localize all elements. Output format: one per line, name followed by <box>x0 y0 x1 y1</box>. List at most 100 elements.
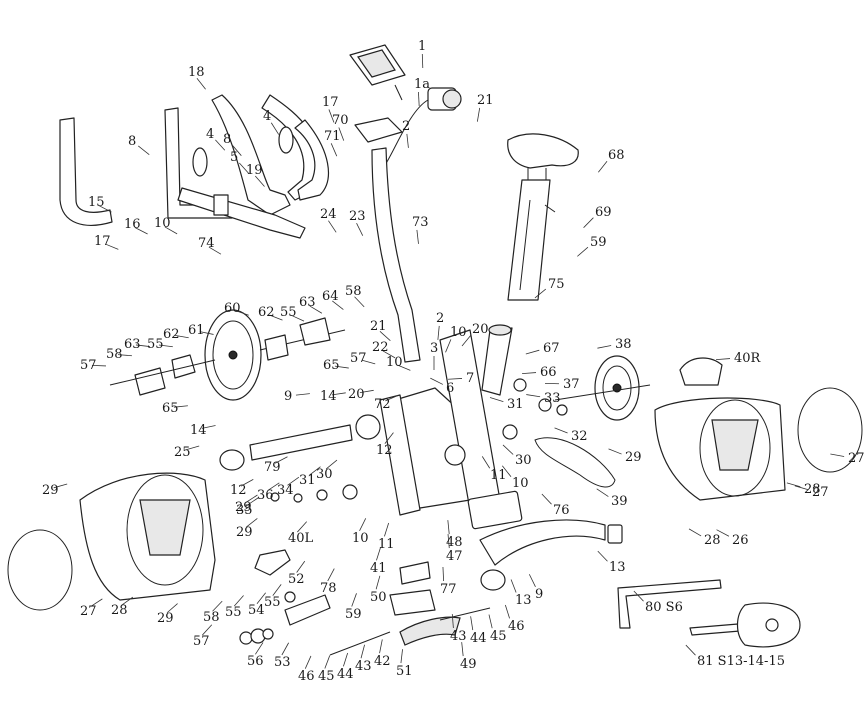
part-label: 60 <box>224 301 241 316</box>
leader-line <box>304 655 312 669</box>
part-label: 18 <box>188 65 205 80</box>
leader-line <box>185 445 200 451</box>
leader-line <box>255 642 264 655</box>
leader-line <box>246 518 258 528</box>
leader-line <box>212 600 223 612</box>
leader-line <box>685 644 696 656</box>
cover-ring-right-part <box>797 387 863 473</box>
leader-line <box>309 466 321 476</box>
part-label: 9 <box>284 389 292 404</box>
leader-line <box>356 222 364 236</box>
part-label: 12 <box>230 483 247 498</box>
part-label: 27 <box>848 451 865 466</box>
part-label: 25 <box>174 445 191 460</box>
part-label: 67 <box>543 341 560 356</box>
part-label: 64 <box>322 289 339 304</box>
part-label: 16 <box>124 217 141 232</box>
leader-line <box>534 288 547 299</box>
leader-line <box>451 614 454 629</box>
leader-line <box>240 479 254 487</box>
leader-line <box>430 377 444 385</box>
leader-line <box>688 528 702 537</box>
part-label: 66 <box>540 365 557 380</box>
leader-line <box>134 227 148 235</box>
part-label: 30 <box>316 467 333 482</box>
seat-post-part <box>507 179 556 301</box>
leader-line <box>608 448 622 455</box>
tension-knob-part <box>254 549 291 576</box>
part-label: 14 <box>320 389 337 404</box>
leader-line <box>354 296 365 308</box>
crank-right-part <box>679 357 723 386</box>
leader-line <box>447 520 450 535</box>
leader-line <box>117 354 132 357</box>
leader-line <box>554 427 568 434</box>
part-label: 27 <box>812 485 829 500</box>
part-label: 57 <box>350 351 367 366</box>
part-label: 27 <box>80 604 97 619</box>
wheel-set-part <box>239 628 274 645</box>
leader-line <box>334 365 349 369</box>
leader-line <box>384 432 394 444</box>
part-label: 8 <box>223 132 231 147</box>
part-label: 61 <box>188 323 205 338</box>
part-label: 33 <box>544 391 561 406</box>
leader-line <box>246 497 259 506</box>
leader-line <box>502 444 514 455</box>
leader-line <box>382 350 396 359</box>
part-label: 44 <box>470 631 487 646</box>
belt-part <box>534 437 616 488</box>
leader-line <box>332 300 344 310</box>
leader-line <box>135 344 150 347</box>
leader-line <box>400 649 403 664</box>
hand-pulse-sensor-part <box>384 87 462 166</box>
leader-line <box>325 459 338 470</box>
part-label: 2 <box>402 119 410 134</box>
leader-line <box>361 359 376 365</box>
leader-line <box>245 494 258 503</box>
part-label: 11 <box>378 537 395 552</box>
leader-line <box>510 579 517 593</box>
part-label: 47 <box>446 549 463 564</box>
leader-line <box>98 205 112 213</box>
leader-line <box>526 394 541 398</box>
part-label: 74 <box>198 236 215 251</box>
leader-line <box>359 518 367 532</box>
leader-line <box>830 453 845 457</box>
part-label: 65 <box>162 401 179 416</box>
leader-line <box>583 217 594 228</box>
part-label: 46 <box>508 619 525 634</box>
part-label: 36 <box>257 488 274 503</box>
leader-line <box>324 655 331 669</box>
leader-line <box>296 560 306 573</box>
seat-tube-part <box>481 324 513 396</box>
part-label: 29 <box>235 500 252 515</box>
part-label: 34 <box>277 483 294 498</box>
leader-line <box>633 590 644 602</box>
part-label: 5 <box>230 150 238 165</box>
leader-line <box>233 595 244 607</box>
part-label: 42 <box>374 654 391 669</box>
leader-line <box>215 139 226 151</box>
leader-line <box>105 243 119 250</box>
part-label: 49 <box>460 657 477 672</box>
leader-line <box>295 393 310 396</box>
part-label: 32 <box>571 429 588 444</box>
part-label: 28 <box>704 533 721 548</box>
leader-line <box>121 596 134 606</box>
leader-line <box>794 485 809 491</box>
leader-line <box>470 616 474 631</box>
handlebar-stem-part <box>354 117 421 363</box>
leader-line <box>208 246 222 255</box>
part-label: 50 <box>370 590 387 605</box>
leader-line <box>716 529 730 537</box>
part-label: 10 <box>386 355 403 370</box>
part-label: 48 <box>446 535 463 550</box>
part-label: 58 <box>203 610 220 625</box>
part-label: 1a <box>414 77 430 92</box>
leader-line <box>359 389 374 394</box>
part-label: 81 S13-14-15 <box>697 654 785 669</box>
part-label: 15 <box>88 195 105 210</box>
leader-line <box>437 325 440 340</box>
leader-line <box>269 314 283 321</box>
